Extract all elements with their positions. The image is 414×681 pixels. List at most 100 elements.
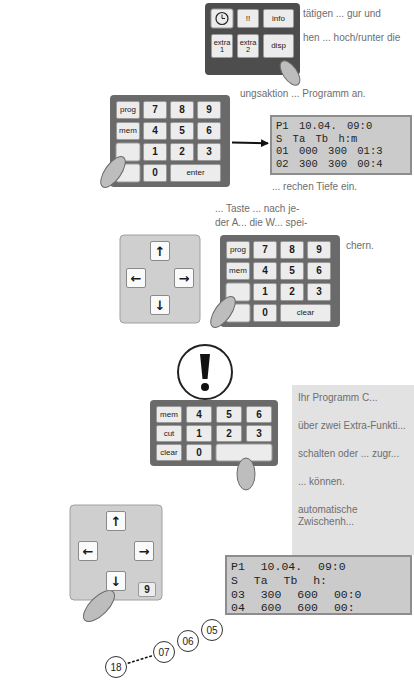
key-label: enter: [170, 164, 221, 182]
key-label: 8: [280, 241, 304, 259]
key-label: mem: [156, 406, 182, 423]
key-label: clear: [156, 444, 182, 461]
callout-circle: 05: [201, 619, 223, 641]
key-label: 1: [143, 143, 167, 161]
arrow-key: ←: [126, 268, 146, 288]
keypad-photo: [220, 235, 340, 327]
key-label: 3: [197, 143, 221, 161]
key-label: prog: [226, 241, 250, 259]
lcd-line: 04 600 600 00:: [231, 601, 406, 615]
body-text-fragment: chern.: [346, 240, 374, 252]
warning-mark: [200, 354, 210, 379]
key-label: prog: [116, 101, 140, 119]
body-text-fragment: ... rechen Tiefe ein.: [272, 181, 357, 193]
key-label: 2: [280, 283, 304, 301]
finger: [78, 585, 119, 626]
callout-circle: 18: [105, 656, 127, 678]
lcd-line: 01 000 300 01:3: [276, 145, 406, 158]
arrow-keypad: ↑← →↓: [120, 235, 200, 323]
arrow-pad-photo: [120, 235, 200, 323]
key-label: 9: [307, 241, 331, 259]
arrow-key: ↑: [106, 511, 126, 531]
key-label: 8: [170, 101, 194, 119]
key-label: 5: [170, 122, 194, 140]
clock-hands: [222, 15, 225, 19]
key-label: 7: [253, 241, 277, 259]
key-label: 7: [143, 101, 167, 119]
lcd-display: P1 10.04. 09:0S Ta Tb h:03 300 600 00:00…: [225, 555, 412, 615]
key-label: 9: [197, 101, 221, 119]
arrow-key: ↓: [106, 571, 126, 591]
lcd-line: P1 10.04. 09:0: [276, 120, 406, 133]
key-label: 0: [143, 164, 167, 182]
arrow-keypad: ↑ ← → ↓ 9: [70, 505, 162, 600]
key-label: extra 1: [211, 34, 233, 58]
body-text-fragment: ungsaktion ... Programm an.: [240, 88, 366, 100]
arrow-key: ←: [78, 541, 98, 561]
key-label: 1: [253, 283, 277, 301]
key-label: 6: [197, 122, 221, 140]
keypad: !!infoextra 1extra 2disp: [205, 3, 300, 75]
arrow-key: ↓: [150, 295, 170, 315]
callout-number: 07: [158, 647, 169, 658]
lcd-line: 02 300 300 00:4: [276, 158, 406, 171]
keypad: prog789 mem456 123 0enter: [110, 95, 230, 187]
body-text-fragment: der A... die W... spei-: [215, 217, 307, 229]
keypad: prog789mem4561230clear: [220, 235, 340, 327]
arrow-key: 9: [138, 582, 156, 597]
body-text-fragment: ... können.: [298, 476, 345, 488]
dotted-leader: [128, 656, 151, 663]
key-label: 2: [216, 425, 242, 442]
finger: [96, 153, 130, 192]
callout-circle: 07: [153, 641, 175, 663]
key-label: 4: [253, 262, 277, 280]
key-label: 6: [246, 406, 272, 423]
text-panel: [292, 385, 414, 555]
key-label: 2: [170, 143, 194, 161]
lcd-display: P1 10.04. 09:0S Ta Tb h:m01 000 300 01:3…: [270, 115, 412, 175]
key-label: cut: [156, 425, 182, 442]
keypad-photo: [150, 400, 278, 466]
body-text-fragment: automatische Zwischenh...: [298, 504, 410, 527]
clock-icon: [216, 13, 228, 25]
flow-arrow: [232, 142, 268, 145]
key-label: 3: [307, 283, 331, 301]
key-label: mem: [226, 262, 250, 280]
callout-number: 05: [206, 625, 217, 636]
key-label: 0: [253, 304, 277, 322]
finger: [237, 458, 255, 490]
callout-circle: 06: [177, 630, 199, 652]
body-text-fragment: über zwei Extra-Funkti...: [298, 420, 406, 432]
key-label: 6: [307, 262, 331, 280]
key-label: 4: [186, 406, 212, 423]
key-label: extra 2: [237, 34, 259, 58]
lcd-line: S Ta Tb h:m: [276, 133, 406, 146]
arrow-key: →: [134, 541, 154, 561]
body-text-fragment: tätigen ... gur und: [303, 8, 381, 20]
key-label: !!: [237, 9, 259, 28]
warning-dot: [201, 383, 209, 391]
key-label: mem: [116, 122, 140, 140]
body-text-fragment: hen ... hoch/runter die: [303, 32, 400, 44]
arrow-key: ↑: [150, 241, 170, 261]
key-label: 1: [186, 425, 212, 442]
key-label: 5: [280, 262, 304, 280]
keypad-photo: [110, 95, 230, 187]
arrow-key: →: [174, 268, 194, 288]
lcd-line: 03 300 600 00:0: [231, 588, 406, 602]
key-label: 5: [216, 406, 242, 423]
clock-key: [211, 9, 233, 28]
key-label: 4: [143, 122, 167, 140]
key-label: 0: [186, 444, 212, 461]
key-label: 3: [246, 425, 272, 442]
warning-circle: [178, 345, 232, 399]
finger: [206, 293, 240, 332]
lcd-line: P1 10.04. 09:0: [231, 560, 406, 574]
callout-number: 06: [182, 636, 193, 647]
key-label: disp: [263, 34, 294, 58]
body-text-fragment: ... Taste ... nach je-: [215, 203, 299, 215]
callout-number: 18: [110, 662, 121, 673]
finger: [276, 58, 304, 89]
lcd-line: S Ta Tb h:: [231, 574, 406, 588]
body-text-fragment: Ihr Programm C...: [298, 392, 377, 404]
